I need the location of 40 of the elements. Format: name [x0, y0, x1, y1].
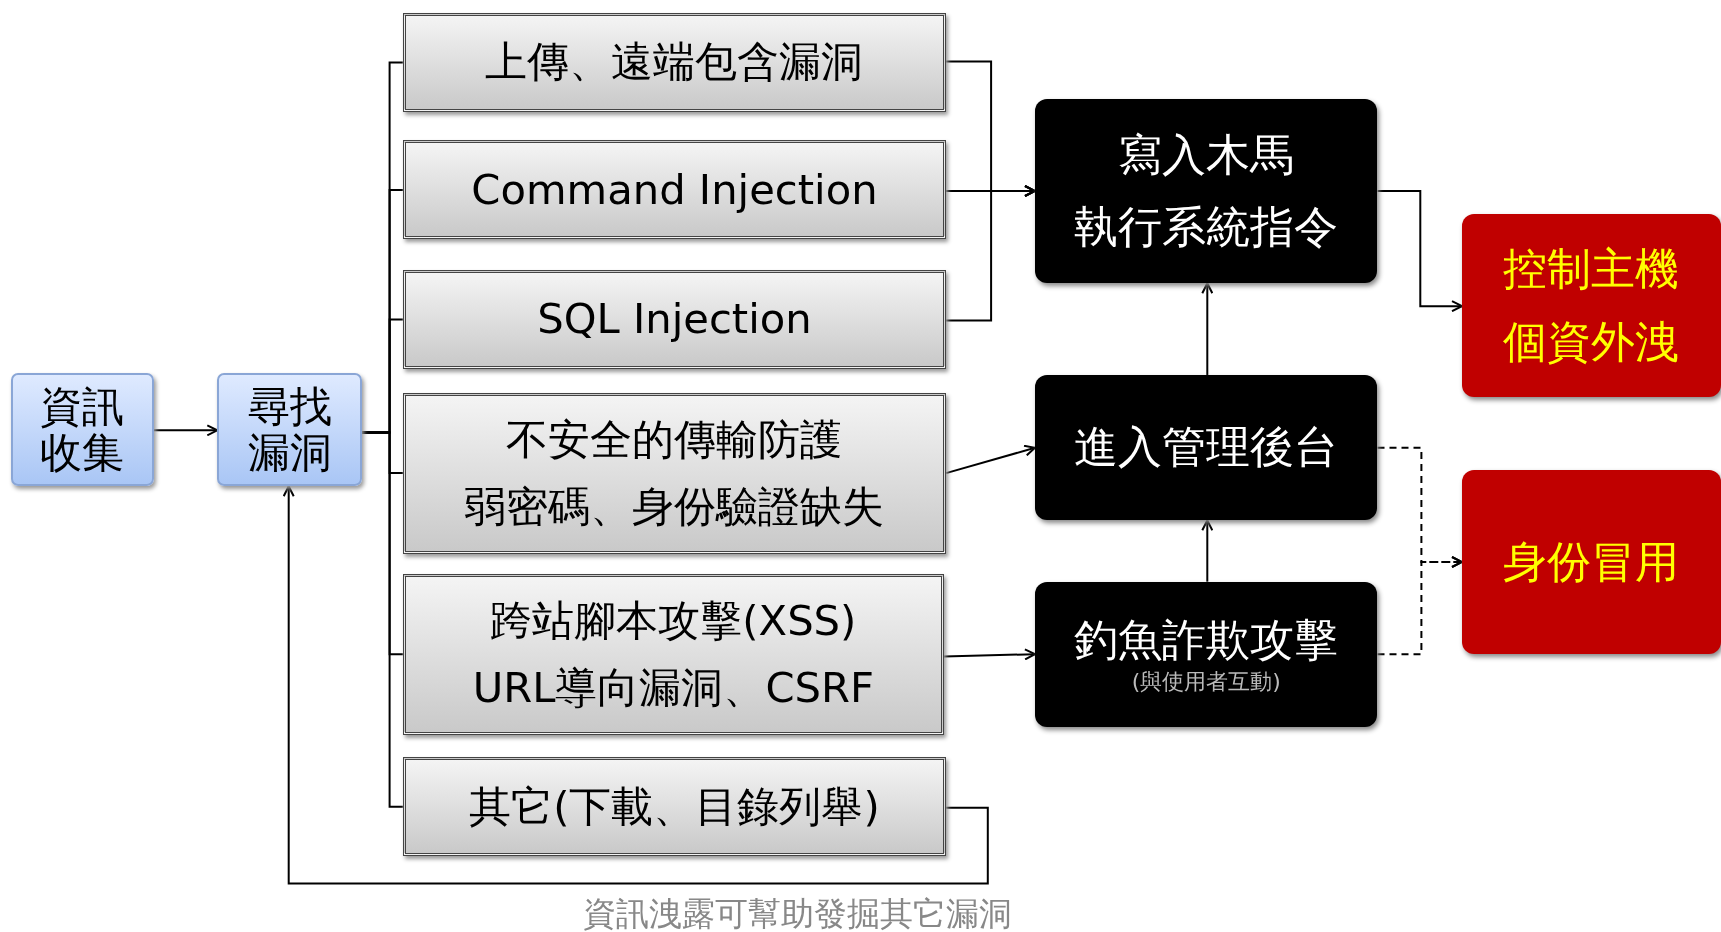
process-box: [1035, 98, 1378, 284]
box-label: 資訊收集: [39, 383, 126, 476]
box-label: 寫入木馬: [1118, 127, 1295, 182]
process-box: [1035, 581, 1378, 727]
arrow: [945, 444, 1036, 475]
box-label: 弱密碼、身份驗證缺失: [464, 480, 885, 533]
arrow: [945, 185, 1036, 322]
box-label: 進入管理後台: [1074, 420, 1339, 475]
box-label: 身份冒用: [1503, 534, 1680, 589]
arrow: [152, 424, 219, 437]
box-label: 尋找漏洞: [246, 383, 333, 476]
box-label: URL導向漏洞、CSRF: [472, 661, 874, 714]
box-label: 釣魚詐欺攻擊: [1074, 613, 1339, 667]
result-box: [1461, 214, 1721, 398]
box-label: 其它(下載、目錄列舉): [469, 780, 880, 833]
process-box: [402, 13, 947, 112]
box-label: 不安全的傳輸防護: [506, 413, 843, 466]
process-box: [402, 270, 947, 369]
arrow: [1376, 190, 1463, 313]
box-label: 控制主機: [1503, 242, 1680, 297]
info-box: [217, 373, 363, 487]
box-label: 執行系統指令: [1074, 199, 1339, 254]
process-box: [1035, 375, 1378, 521]
arrow: [942, 648, 1036, 661]
result-box: [1461, 469, 1721, 655]
box-label: SQL Injection: [537, 293, 812, 346]
arrow: [1201, 282, 1214, 377]
arrow: [282, 485, 989, 885]
arrow: [1201, 519, 1214, 583]
process-box: [402, 757, 947, 857]
arrow: [1376, 556, 1463, 656]
process-box: [402, 140, 947, 240]
box-label: 個資外洩: [1503, 314, 1680, 369]
process-box: [402, 574, 944, 736]
info-box: [10, 373, 154, 487]
process-box: [402, 392, 947, 555]
box-label: Command Injection: [471, 163, 878, 216]
box-label: 上傳、遠端包含漏洞: [485, 36, 864, 89]
box-label: (與使用者互動): [1131, 667, 1281, 696]
box-label: 跨站腳本攻擊(XSS): [490, 595, 857, 647]
